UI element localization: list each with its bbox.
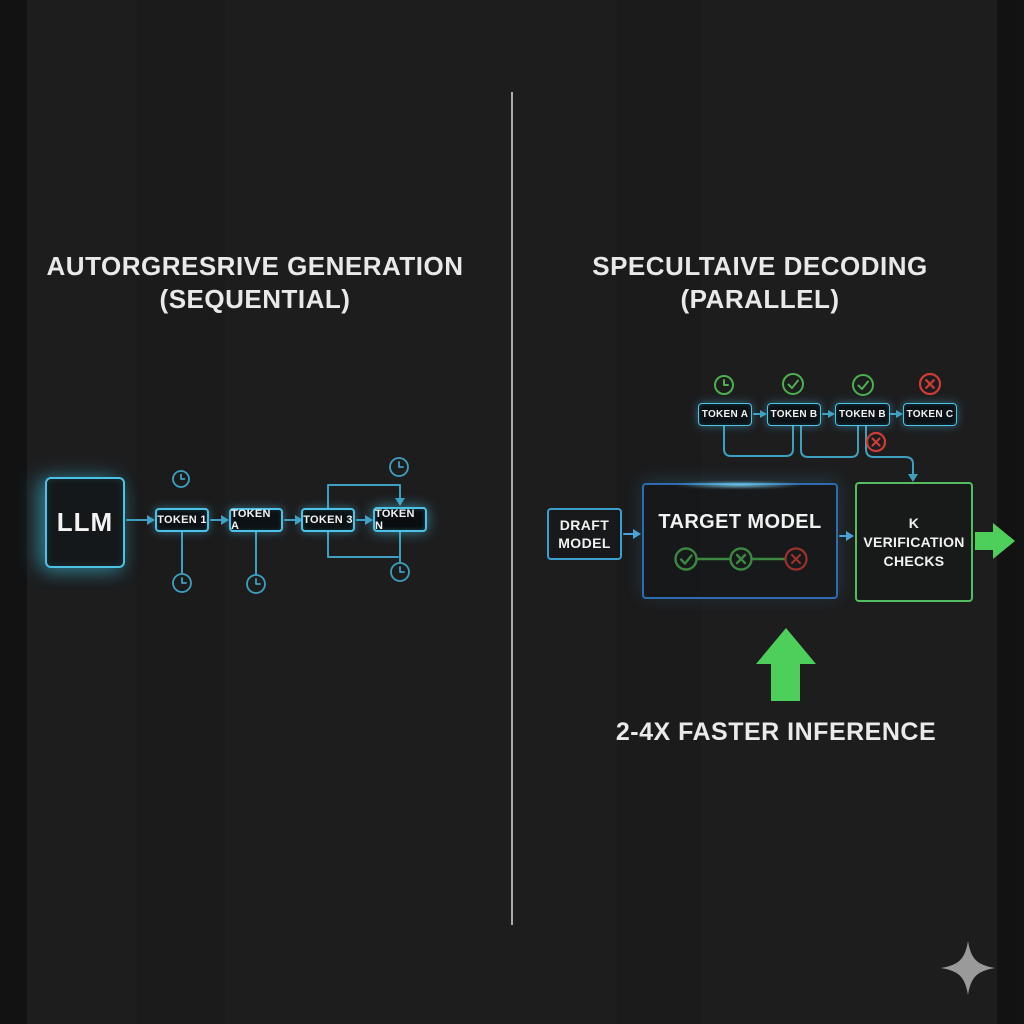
left-title-line2: (SEQUENTIAL) <box>159 284 351 314</box>
token-box: TOKEN B <box>767 403 821 426</box>
clock-icon <box>389 457 409 477</box>
left-panel-title: AUTORGRESRIVE GENERATION (SEQUENTIAL) <box>35 250 475 316</box>
right-panel-title: SPECULTAIVE DECODING (PARALLEL) <box>555 250 965 316</box>
llm-label: LLM <box>56 507 114 537</box>
target-box-glow <box>674 481 804 489</box>
draft-to-target-arrow <box>623 529 641 539</box>
clock-icon <box>246 574 266 594</box>
token-box: TOKEN 3 <box>301 508 355 532</box>
speedup-caption: 2-4X FASTER INFERENCE <box>615 718 937 746</box>
right-token-bus-connectors <box>723 425 918 482</box>
check-icon <box>852 374 874 396</box>
token-label: TOKEN B <box>770 409 818 420</box>
token-box: TOKEN N <box>373 507 427 532</box>
panel-divider-line <box>511 92 513 925</box>
background-stripe-right <box>997 0 1024 1024</box>
token-label: TOKEN C <box>906 409 954 420</box>
verification-line1: K <box>908 514 920 531</box>
draft-model-line1: DRAFT <box>559 517 610 533</box>
cross-icon <box>865 431 887 453</box>
check-icon <box>782 373 804 395</box>
token-label: TOKEN 1 <box>157 514 207 526</box>
target-model-box: TARGET MODEL <box>642 481 838 599</box>
token-box: TOKEN C <box>903 403 957 426</box>
clock-icon <box>714 375 734 395</box>
verification-line3: CHECKS <box>883 552 945 569</box>
token-box: TOKEN A <box>229 508 283 532</box>
verification-line2: VERIFICATION <box>863 533 965 550</box>
sparkle-icon <box>941 941 995 995</box>
token-box: TOKEN A <box>698 403 752 426</box>
clock-icon <box>172 573 192 593</box>
token-label: TOKEN 3 <box>303 514 353 526</box>
cross-icon <box>918 372 942 396</box>
token-box: TOKEN B <box>835 403 890 426</box>
token-label: TOKEN B <box>839 409 886 420</box>
clock-icon <box>172 470 190 488</box>
target-to-verification-arrow <box>839 531 854 541</box>
token-label: TOKEN N <box>375 507 415 532</box>
output-arrow-icon <box>975 523 1015 559</box>
draft-model-box: DRAFT MODEL <box>547 508 622 560</box>
clock-icon <box>390 562 410 582</box>
target-model-label: TARGET MODEL <box>658 511 822 533</box>
up-arrow-icon <box>756 628 816 701</box>
draft-model-line2: MODEL <box>558 535 611 551</box>
left-title-line1: AUTORGRESRIVE GENERATION <box>46 251 464 281</box>
llm-box: LLM <box>45 477 125 568</box>
right-title-line2: (PARALLEL) <box>680 284 840 314</box>
left-timer-connectors <box>181 484 405 575</box>
token-box: TOKEN 1 <box>155 508 209 532</box>
token-label: TOKEN A <box>231 508 271 532</box>
token-label: TOKEN A <box>701 409 749 420</box>
background-stripe-left <box>0 0 27 1024</box>
verification-checks-box: K VERIFICATION CHECKS <box>855 482 973 602</box>
right-title-line1: SPECULTAIVE DECODING <box>592 251 928 281</box>
